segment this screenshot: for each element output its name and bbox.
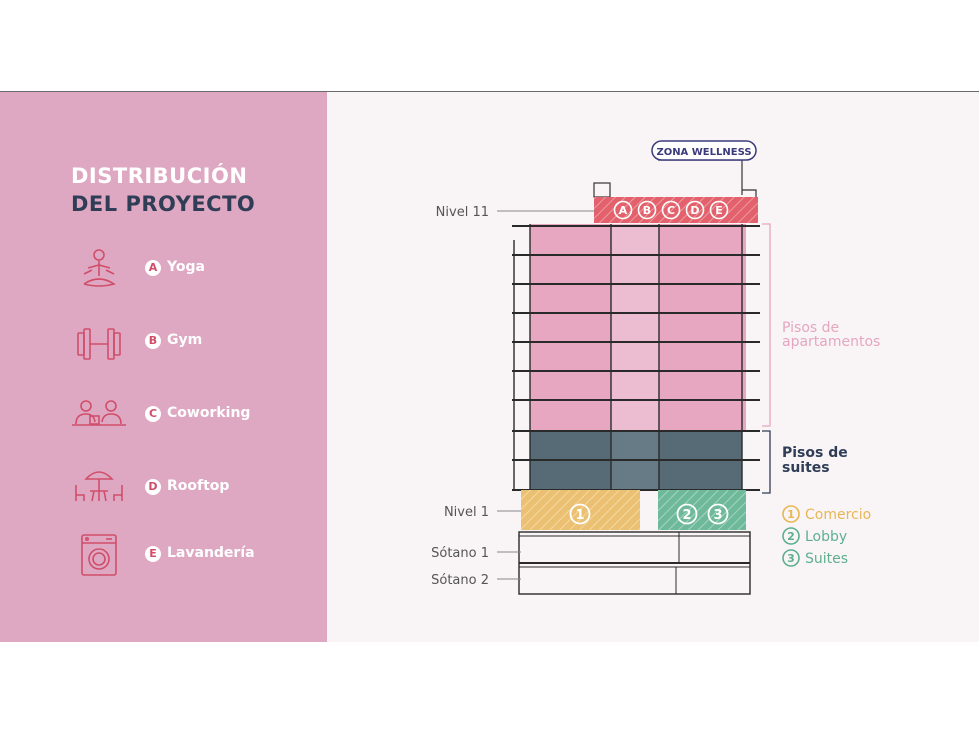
title-line-2: DEL PROYECTO <box>71 192 256 216</box>
wellness-letter-b: B <box>637 200 657 220</box>
wellness-letter-e: E <box>709 200 729 220</box>
sidebar-panel: DISTRIBUCIÓN DEL PROYECTO A Yoga B Gym <box>0 92 327 642</box>
level-nivel-1: Nivel 1 <box>444 505 489 520</box>
building-section-diagram: A B C D E ZONA WELLNESS 1 2 3 <box>431 140 880 595</box>
wellness-letter-d: D <box>685 200 705 220</box>
ground-zone-markers: 1 2 3 <box>569 503 729 525</box>
wellness-badge-text: ZONA WELLNESS <box>656 147 751 158</box>
legend-number: 1 <box>787 508 795 521</box>
level-sotano-2: Sótano 2 <box>431 573 489 588</box>
legend-item-comercio: 1 Comercio <box>782 505 871 523</box>
amenity-lavanderia: E Lavandería <box>70 532 310 580</box>
ground-zone-text: 1 <box>575 508 584 523</box>
legend-item-lobby: 2 Lobby <box>782 527 847 545</box>
basements <box>518 531 751 595</box>
suites-label-1: Pisos de <box>782 445 848 461</box>
apartments-label-1: Pisos de <box>782 320 839 336</box>
legend: 1 Comercio 2 Lobby 3 Suites <box>782 505 871 567</box>
wellness-letter-c: C <box>661 200 681 220</box>
floor-slabs <box>512 225 760 491</box>
wellness-letter-a: A <box>613 200 633 220</box>
dumbbell-icon <box>77 328 121 360</box>
title-line-1: DISTRIBUCIÓN <box>71 164 248 188</box>
amenity-yoga: A Yoga <box>70 246 310 294</box>
wellness-letters: A B C D E <box>613 200 729 220</box>
wellness-letter-text: B <box>643 204 651 217</box>
amenity-badge: A <box>145 260 161 276</box>
amenity-label: Lavandería <box>167 545 255 561</box>
amenity-gym: B Gym <box>70 319 310 367</box>
wellness-letter-text: C <box>667 204 675 217</box>
page-title: DISTRIBUCIÓN DEL PROYECTO <box>71 162 255 218</box>
coworking-icon <box>72 400 126 426</box>
suites-bracket <box>762 430 771 494</box>
level-labels: Nivel 11 Nivel 1 Sótano 1 Sótano 2 <box>431 205 489 588</box>
level-sotano-1: Sótano 1 <box>431 546 489 561</box>
amenity-rooftop: D Rooftop <box>70 465 310 513</box>
wellness-letter-text: E <box>715 204 723 217</box>
amenity-badge: B <box>145 333 161 349</box>
wellness-badge <box>651 140 757 161</box>
building-walls <box>513 224 743 490</box>
amenity-badge: E <box>145 546 161 562</box>
ground-zone-text: 2 <box>682 508 691 523</box>
ground-zone-text: 3 <box>713 508 722 523</box>
ground-zone-3: 3 <box>707 503 729 525</box>
rooftop-icon <box>75 471 123 502</box>
legend-label: Suites <box>805 551 848 567</box>
amenity-label: Yoga <box>167 259 205 275</box>
yoga-icon <box>83 249 116 287</box>
apartments-bracket <box>762 223 771 427</box>
amenity-badge: D <box>145 479 161 495</box>
top-divider <box>0 91 979 92</box>
legend-item-suites: 3 Suites <box>782 549 848 567</box>
amenity-label: Gym <box>167 332 203 348</box>
amenity-coworking: C Coworking <box>70 392 310 440</box>
amenity-label: Coworking <box>167 405 251 421</box>
legend-number: 2 <box>787 530 795 543</box>
washing-machine-icon <box>81 534 117 576</box>
amenity-label: Rooftop <box>167 478 230 494</box>
ground-zone-1: 1 <box>569 503 591 525</box>
amenity-badge: C <box>145 406 161 422</box>
legend-label: Lobby <box>805 529 847 545</box>
suites-label-2: suites <box>782 460 830 476</box>
lobby-suites-zone <box>658 490 746 530</box>
roof-structure <box>593 159 757 198</box>
legend-label: Comercio <box>805 507 871 523</box>
ground-zone-2: 2 <box>676 503 698 525</box>
level-nivel-11: Nivel 11 <box>436 205 489 220</box>
level-leader-lines <box>497 210 596 580</box>
wellness-letter-text: D <box>690 204 699 217</box>
apartments-label-2: apartamentos <box>782 334 880 350</box>
core <box>611 224 659 431</box>
legend-number: 3 <box>787 552 795 565</box>
wellness-letter-text: A <box>619 204 628 217</box>
